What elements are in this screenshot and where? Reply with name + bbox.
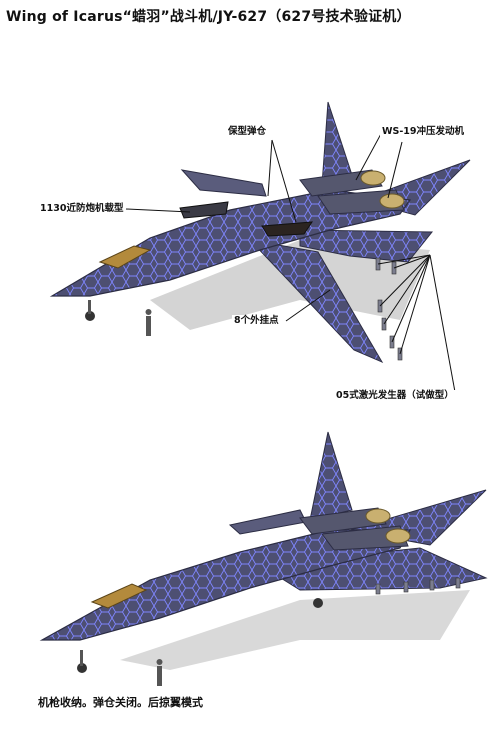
page-title: Wing of Icarus“蜡羽”战斗机/JY-627（627号技术验证机） bbox=[6, 9, 411, 25]
label-conformal-weapon-bay: 保型弹仓 bbox=[226, 126, 269, 138]
label-hardpoints: 8个外挂点 bbox=[232, 315, 281, 327]
label-ramjet-engine: WS-19冲压发动机 bbox=[380, 126, 466, 138]
leader-lines bbox=[125, 131, 456, 393]
aircraft-top-view bbox=[49, 101, 471, 364]
aircraft-bottom-view bbox=[39, 431, 488, 686]
label-ciws-gun: 1130近防炮机载型 bbox=[38, 203, 126, 215]
bottom-caption: 机枪收纳。弹仓关闭。后掠翼模式 bbox=[38, 696, 203, 709]
label-laser-generator: 05式激光发生器（试做型） bbox=[334, 390, 456, 402]
